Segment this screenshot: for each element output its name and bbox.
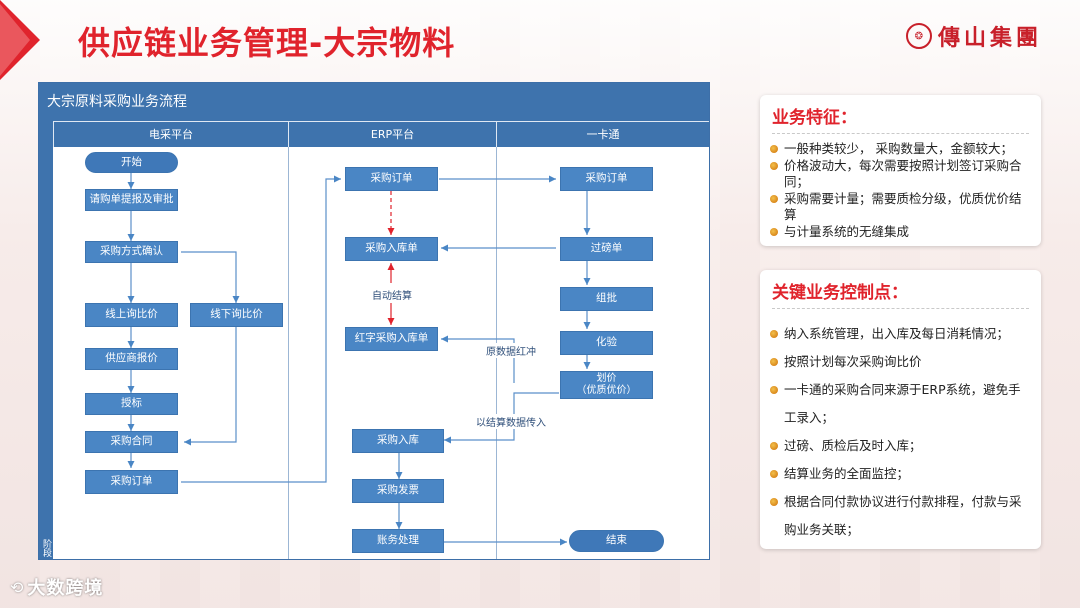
business-features-list: 一般种类较少， 采购数量大，金额较大； 价格波动大，每次需要按照计划签订采购合同…: [770, 141, 1033, 241]
receipt-erp-node: 采购入库单: [345, 237, 438, 261]
bullet-icon: [770, 498, 778, 506]
purchase-request-node: 请购单提报及审批: [85, 189, 178, 211]
business-features-card: 业务特征： 一般种类较少， 采购数量大，金额较大； 价格波动大，每次需要按照计划…: [760, 95, 1041, 246]
offline-quote-node: 线下询比价: [190, 303, 283, 327]
business-features-title: 业务特征：: [772, 103, 857, 128]
watermark: ⟲ 大数跨境: [10, 574, 103, 600]
reverse-label: 原数据红冲: [485, 343, 537, 358]
list-item: 价格波动大，每次需要按照计划签订采购合同；: [770, 158, 1033, 190]
list-item: 过磅、质检后及时入库；: [770, 432, 1033, 460]
end-node: 结束: [569, 530, 664, 552]
bullet-icon: [770, 195, 778, 203]
list-item: 按照计划每次采购询比价: [770, 348, 1033, 376]
purchase-order-erp-node: 采购订单: [345, 167, 438, 191]
bullet-icon: [770, 162, 778, 170]
list-item: 采购需要计量；需要质检分级，优质优价结算: [770, 191, 1033, 223]
bullet-icon: [770, 358, 778, 366]
auto-settle-label: 自动结算: [371, 287, 413, 302]
divider: [772, 308, 1029, 310]
settle-data-label: 以结算数据传入: [475, 414, 547, 429]
online-quote-node: 线上询比价: [85, 303, 178, 327]
start-node: 开始: [85, 152, 178, 173]
list-item: 纳入系统管理，出入库及每日消耗情况；: [770, 320, 1033, 348]
accounting-node: 账务处理: [352, 529, 444, 553]
purchase-order-ec-node: 采购订单: [85, 470, 178, 494]
bullet-icon: [770, 470, 778, 478]
purchase-order-card-node: 采购订单: [560, 167, 653, 191]
supplier-quote-node: 供应商报价: [85, 348, 178, 370]
list-item: 根据合同付款协议进行付款排程，付款与采购业务关联；: [770, 488, 1033, 544]
list-item: 一卡通的采购合同来源于ERP系统，避免手工录入；: [770, 376, 1033, 432]
page-title: 供应链业务管理-大宗物料: [78, 18, 455, 64]
list-item: 一般种类较少， 采购数量大，金额较大；: [770, 141, 1033, 157]
invoice-node: 采购发票: [352, 479, 444, 503]
control-points-list: 纳入系统管理，出入库及每日消耗情况； 按照计划每次采购询比价 一卡通的采购合同来…: [770, 320, 1033, 544]
list-item: 结算业务的全面监控；: [770, 460, 1033, 488]
bullet-icon: [770, 442, 778, 450]
bullet-icon: [770, 330, 778, 338]
watermark-logo-icon: ⟲: [10, 578, 23, 597]
seal-icon: ❂: [906, 23, 932, 49]
corner-decoration-inner: [0, 4, 30, 76]
pricing-node: 划价 （优质优价）: [560, 371, 653, 399]
bid-node: 授标: [85, 393, 178, 415]
list-item: 与计量系统的无缝集成: [770, 224, 1033, 240]
watermark-text: 大数跨境: [27, 574, 103, 600]
bullet-icon: [770, 228, 778, 236]
divider: [772, 133, 1029, 135]
flowchart-panel: 大宗原料采购业务流程 阶段 电采平台 ERP平台 一卡通: [38, 82, 710, 560]
purchase-method-node: 采购方式确认: [85, 241, 178, 263]
contract-node: 采购合同: [85, 431, 178, 453]
lab-test-node: 化验: [560, 331, 653, 355]
weighing-node: 过磅单: [560, 237, 653, 261]
logo-text: 傳山集團: [938, 20, 1042, 52]
receipt-node: 采购入库: [352, 429, 444, 453]
company-logo: ❂ 傳山集團: [906, 20, 1042, 52]
bullet-icon: [770, 386, 778, 394]
control-points-card: 关键业务控制点： 纳入系统管理，出入库及每日消耗情况； 按照计划每次采购询比价 …: [760, 270, 1041, 549]
batch-node: 组批: [560, 287, 653, 311]
red-receipt-node: 红字采购入库单: [345, 327, 438, 351]
control-points-title: 关键业务控制点：: [772, 278, 908, 303]
bullet-icon: [770, 145, 778, 153]
